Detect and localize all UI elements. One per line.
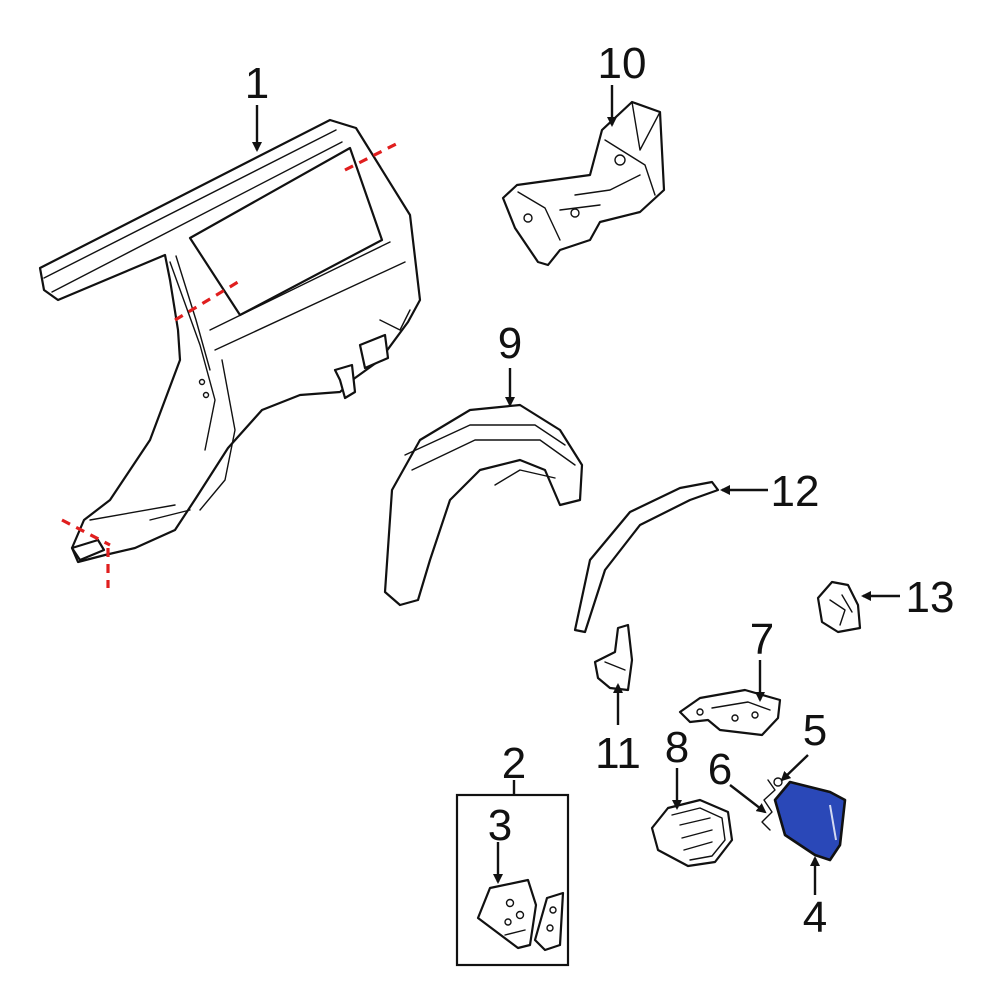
- callout-1: 1: [245, 59, 269, 108]
- clip[interactable]: [816, 580, 862, 634]
- hinge-bracket[interactable]: [678, 688, 782, 737]
- callout-labels: 1 10 9 12 13 7 11 5 6 8 4 2 3: [245, 39, 955, 942]
- spring[interactable]: [761, 777, 783, 831]
- mud-guard[interactable]: [593, 623, 634, 692]
- fuel-pocket-housing[interactable]: [650, 798, 734, 868]
- callout-5: 5: [803, 706, 827, 755]
- callout-4: 4: [803, 893, 827, 942]
- quarter-panel[interactable]: [38, 118, 422, 564]
- fuel-door-panel: [773, 780, 847, 862]
- callout-9: 9: [498, 319, 522, 368]
- callout-7: 7: [750, 615, 774, 664]
- callout-11: 11: [595, 729, 641, 778]
- cut-lines: [61, 140, 401, 588]
- callout-12: 12: [771, 467, 820, 516]
- callout-6: 6: [708, 745, 732, 794]
- callout-8: 8: [665, 723, 689, 772]
- callout-3: 3: [488, 801, 512, 850]
- wheelhouse-liner[interactable]: [383, 403, 584, 607]
- fuel-door[interactable]: [773, 780, 847, 862]
- callout-2-box: [455, 793, 570, 967]
- callout-10: 10: [598, 39, 647, 88]
- callout-13: 13: [906, 573, 955, 622]
- leader-lines: [252, 85, 900, 895]
- callout-2: 2: [502, 739, 526, 788]
- flare-molding[interactable]: [573, 480, 720, 634]
- upper-bracket[interactable]: [501, 100, 666, 267]
- bracket-part-3[interactable]: [476, 878, 538, 950]
- bracket-plate[interactable]: [533, 891, 565, 952]
